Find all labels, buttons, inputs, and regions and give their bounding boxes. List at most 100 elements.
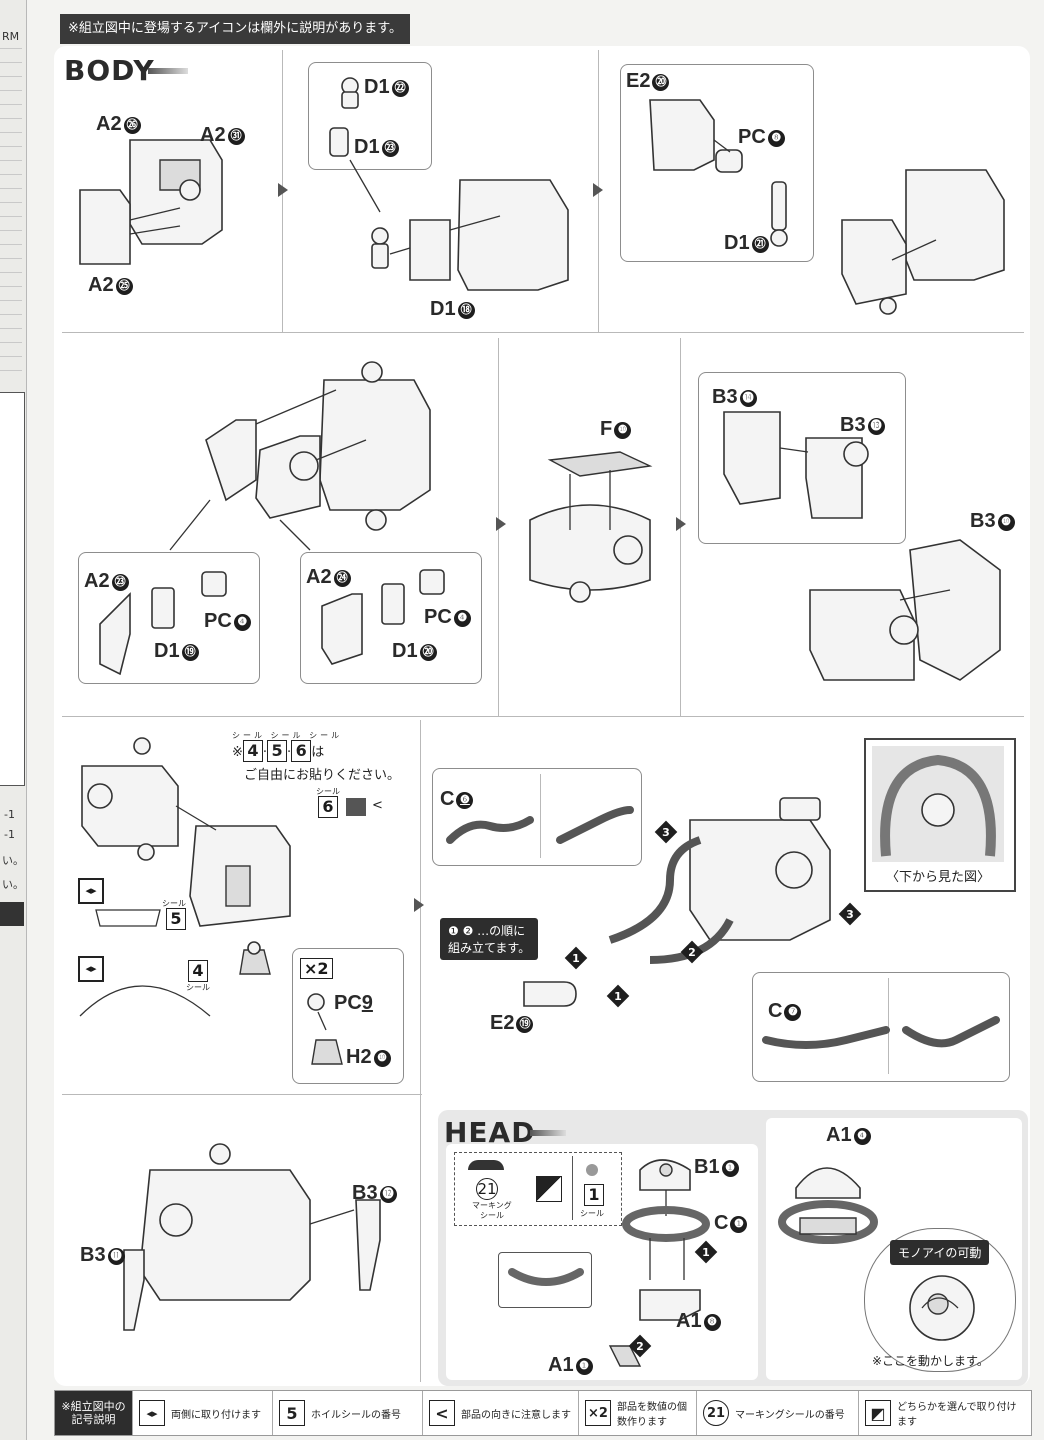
step1-illustration: [79, 139, 223, 265]
seal-4-box: 4: [188, 960, 208, 982]
detail-box-c7: [752, 972, 1010, 1082]
legend-item-foil-seal: 5 ホイルシールの番号: [273, 1391, 423, 1435]
seal-ruby: シール シール シール: [232, 731, 343, 740]
edge-label-rm: RM: [2, 30, 20, 43]
edge-text-4: い。: [2, 878, 24, 891]
c6-hose-illustration: [446, 806, 634, 844]
order-callout: ❶ ❷ …の順に組み立てます。: [440, 918, 539, 960]
body-section-title: BODY: [64, 54, 155, 87]
step-arrow: [676, 517, 686, 531]
marking-seal-label2: シール: [480, 1211, 504, 1220]
step-marker-3: 3: [838, 902, 862, 926]
times-two-badge: ×2: [300, 958, 333, 979]
step-arrow: [593, 183, 603, 197]
legend-item-marking-seal: 21 マーキングシールの番号: [697, 1391, 859, 1435]
head-section-title: HEAD: [444, 1116, 536, 1149]
seal-5-shape: [95, 909, 161, 927]
step4-illustration: [205, 361, 431, 531]
detail-box-b3: [698, 372, 906, 544]
svg-text:3: 3: [846, 908, 854, 921]
c7-hose-illustration: [762, 1016, 1000, 1049]
c6-divider: [540, 774, 541, 858]
marking-seal-icon: 21: [703, 1400, 729, 1426]
step-arrow: [278, 183, 288, 197]
row-divider-3: [62, 1094, 422, 1095]
svg-text:1: 1: [702, 1246, 710, 1259]
marking-seal-swatch: [468, 1160, 504, 1170]
legend-item-both-sides: ◂▸ 両側に取り付けます: [133, 1391, 273, 1435]
orientation-caution-icon: <: [429, 1400, 455, 1426]
e2-assembly-illustration: [649, 99, 788, 247]
b3-parts-illustration: [723, 411, 869, 519]
edge-text-3: い。: [2, 854, 24, 867]
seal6-ruby: シール: [316, 787, 340, 796]
col-divider-5: [420, 720, 421, 1382]
legend-item-multiply: ×2 部品を数値の個数作ります: [579, 1391, 697, 1435]
seal-1-swatch: [586, 1164, 598, 1176]
monoeye-title: モノアイの可動: [890, 1240, 990, 1265]
step-marker-1: 1: [606, 984, 630, 1008]
seal-6-swatch: [346, 798, 366, 816]
head-step-marker-2: 2: [628, 1334, 652, 1358]
bottom-view-illustration: [872, 746, 1004, 862]
multiply-icon: ×2: [585, 1400, 611, 1426]
pc9-h2-illustration: [307, 993, 343, 1065]
seal-note-line2: ご自由にお貼りください。: [244, 768, 401, 783]
edge-grid: [0, 48, 22, 378]
edge-dark-block: [0, 902, 24, 926]
step-arrow: [496, 517, 506, 531]
seal-1-box: 1: [584, 1184, 604, 1206]
edge-text-2: -1: [4, 828, 15, 841]
step2-illustration: [349, 159, 569, 291]
foil-seal-icon: 5: [279, 1400, 305, 1426]
e2-19-part-illustration: [523, 981, 577, 1007]
step5-illustration: [529, 451, 653, 603]
seal4-ruby: シール: [186, 983, 210, 992]
step-marker-3: 3: [654, 820, 678, 844]
svg-text:2: 2: [688, 946, 696, 959]
row-divider-1: [62, 332, 1024, 333]
seal-5-box: 5: [166, 908, 186, 930]
c1-hose-illustration: [508, 1268, 584, 1286]
title-arrow: [530, 1130, 566, 1136]
legend-item-choose: ◩ どちらかを選んで取り付けます: [859, 1391, 1027, 1435]
seal-choice-box: [454, 1152, 622, 1226]
c7-divider: [888, 978, 889, 1074]
step-arrow: [414, 898, 424, 912]
legend-item-orientation: < 部品の向きに注意します: [423, 1391, 579, 1435]
label-pc-9: PC9: [334, 992, 373, 1014]
head-step2-illustration: [778, 1167, 878, 1244]
svg-text:3: 3: [662, 826, 670, 839]
foot-part-illustration: [239, 941, 271, 975]
marking-seal-label: マーキング: [472, 1201, 512, 1210]
step-marker-2: 2: [680, 940, 704, 964]
caution-icon: <: [372, 798, 383, 813]
svg-text:2: 2: [636, 1340, 644, 1353]
svg-text:1: 1: [614, 990, 622, 1003]
